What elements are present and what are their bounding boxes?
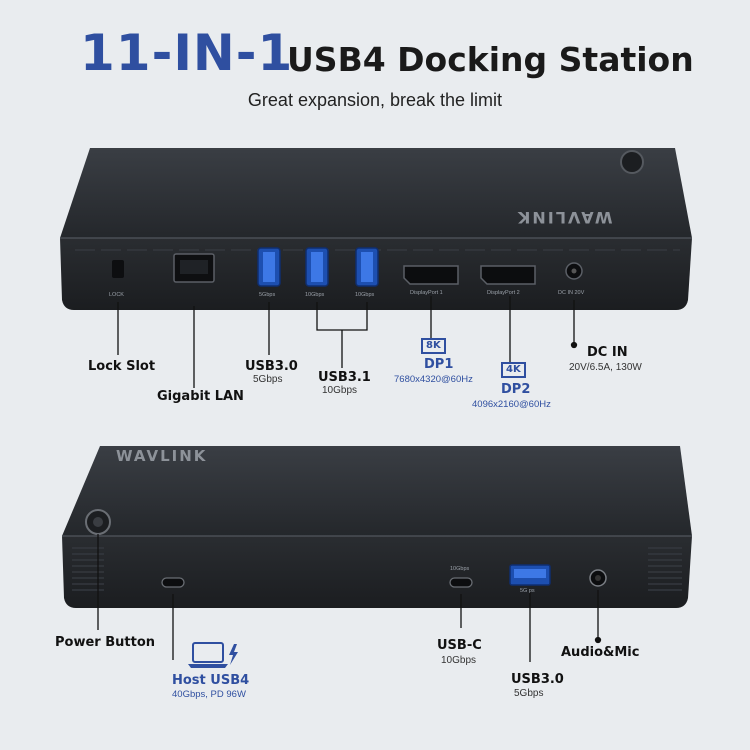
title-product-name: USB4 Docking Station bbox=[287, 40, 694, 79]
callout-gigabit-lan: Gigabit LAN bbox=[157, 389, 244, 404]
front-device bbox=[60, 148, 692, 310]
callout-dp2-detail: 4096x2160@60Hz bbox=[472, 399, 551, 410]
dp2-port[interactable] bbox=[480, 265, 536, 285]
dp1-port[interactable] bbox=[403, 265, 459, 285]
back-callout-lines bbox=[97, 534, 602, 662]
callout-dc-in-detail: 20V/6.5A, 130W bbox=[569, 362, 642, 373]
callout-usb31: USB3.1 bbox=[318, 370, 371, 385]
callout-dc-in: DC IN bbox=[587, 345, 628, 360]
callout-dp1-detail: 7680x4320@60Hz bbox=[394, 374, 473, 385]
port-label-usb31-a: 10Gbps bbox=[305, 292, 325, 298]
host-usb4-port[interactable] bbox=[161, 577, 185, 588]
power-button-top[interactable] bbox=[620, 150, 644, 174]
callout-usb30-back: USB3.0 bbox=[511, 672, 564, 687]
callout-audio-mic: Audio&Mic bbox=[561, 645, 640, 660]
laptop-icon bbox=[188, 642, 238, 668]
port-label-dcin: DC IN 20V bbox=[558, 290, 585, 296]
title-port-count: 11-IN-1 bbox=[80, 24, 294, 82]
port-label-usb30: 5Gbps bbox=[259, 292, 276, 298]
callout-host-usb4-detail: 40Gbps, PD 96W bbox=[172, 689, 246, 700]
callout-usb30-front-detail: 5Gbps bbox=[253, 374, 283, 385]
callout-usb31-detail: 10Gbps bbox=[322, 385, 358, 396]
port-label-usb30-back: 5G ps bbox=[520, 588, 535, 594]
lock-slot-port[interactable] bbox=[112, 260, 124, 278]
port-label-dp1: DisplayPort 1 bbox=[410, 290, 443, 296]
usbc-port-back[interactable] bbox=[449, 577, 473, 588]
callout-dp2: DP2 bbox=[501, 382, 531, 397]
callout-usb30-back-detail: 5Gbps bbox=[514, 688, 544, 699]
badge-8k: 8K bbox=[421, 338, 446, 354]
callout-usb30-front: USB3.0 bbox=[245, 359, 298, 374]
front-callout-lines bbox=[117, 296, 578, 388]
port-label-usbc-back: 10Gbps bbox=[450, 566, 470, 572]
badge-4k: 4K bbox=[501, 362, 526, 378]
port-label-dp2: DisplayPort 2 bbox=[487, 290, 520, 296]
callout-power-button: Power Button bbox=[55, 635, 156, 650]
port-label-usb31-b: 10Gbps bbox=[355, 292, 375, 298]
brand-logo-back: WAVLINK bbox=[116, 447, 208, 465]
callout-lock-slot: Lock Slot bbox=[88, 359, 156, 374]
subtitle: Great expansion, break the limit bbox=[247, 90, 503, 110]
callout-host-usb4: Host USB4 bbox=[172, 673, 250, 688]
port-label-lock: LOCK bbox=[109, 292, 124, 298]
back-device bbox=[62, 446, 692, 608]
brand-logo-front: WAVLINK bbox=[516, 208, 613, 227]
callout-usbc-detail: 10Gbps bbox=[441, 655, 477, 666]
callout-dp1: DP1 bbox=[424, 357, 454, 372]
callout-usbc: USB-C bbox=[437, 638, 482, 653]
thunderbolt-icon bbox=[229, 644, 238, 665]
